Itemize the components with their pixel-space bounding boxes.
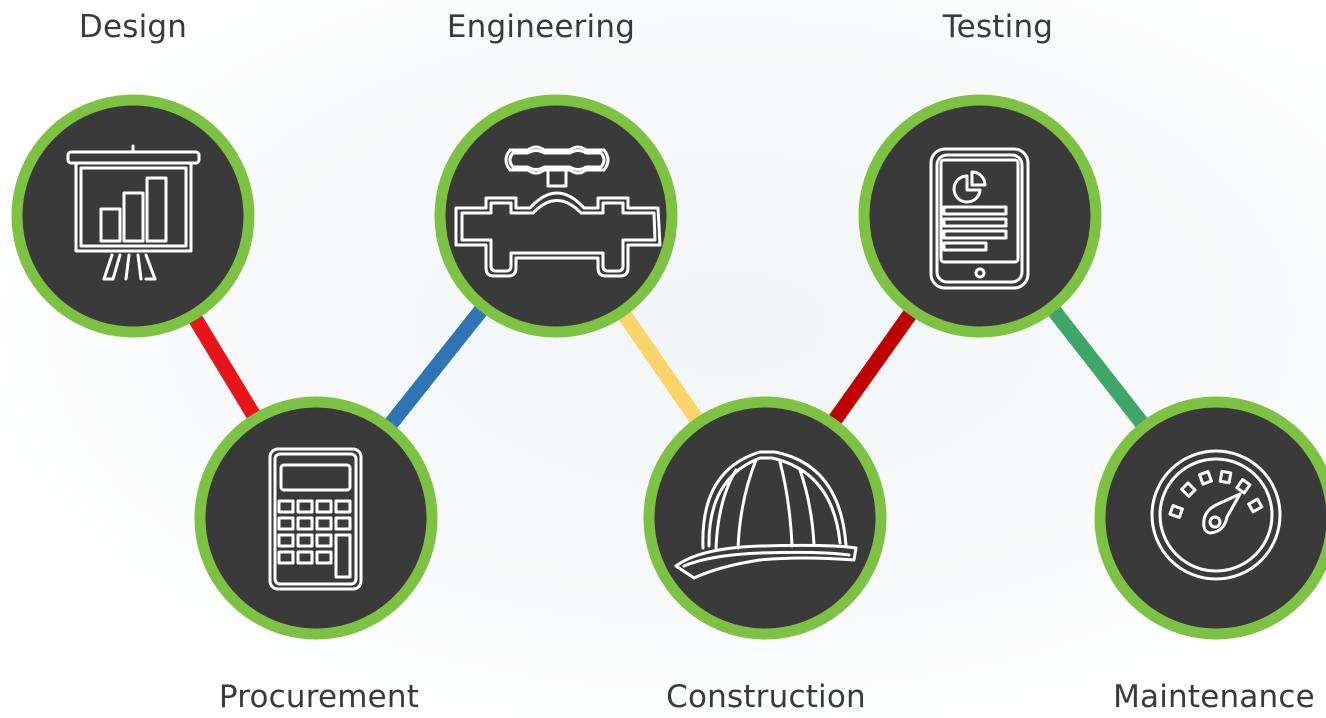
stage-label-procurement: Procurement [218,679,420,715]
stage-label-construction: Construction [666,679,866,715]
stage-label-design: Design [78,9,188,45]
pipe-valve-icon [454,145,662,278]
node-procurement [194,396,438,640]
calculator-icon [268,447,363,591]
gauge-icon [1150,449,1282,581]
stage-label-engineering: Engineering [446,9,636,45]
stage-label-maintenance: Maintenance [1113,679,1315,715]
node-construction [643,396,887,640]
node-circle [434,94,678,338]
stage-label-testing: Testing [942,9,1054,45]
node-circle [11,94,255,338]
node-engineering [434,94,678,338]
presentation-chart-icon [66,144,201,281]
node-maintenance [1094,396,1326,640]
node-design [11,94,255,338]
node-circle [858,94,1102,338]
node-circle [643,396,887,640]
node-testing [858,94,1102,338]
tablet-report-icon [929,147,1030,290]
hard-hat-icon [674,450,858,580]
